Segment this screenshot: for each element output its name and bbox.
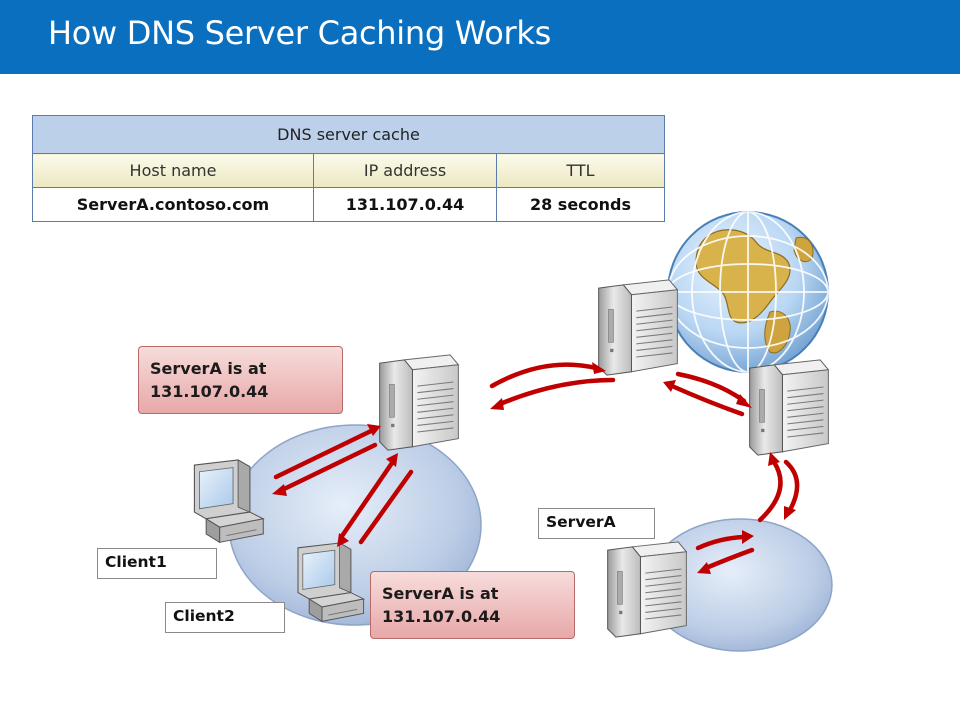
table-caption-row: DNS server cache: [32, 115, 665, 154]
slide-title: How DNS Server Caching Works: [48, 14, 551, 52]
arrow-dns-to-client1: [279, 442, 378, 493]
client1-label: Client1: [97, 548, 217, 579]
arrow-root-to-dns: [497, 377, 616, 407]
callout-top-line1: ServerA is at: [150, 359, 267, 378]
servera-label: ServerA: [538, 508, 655, 539]
arrow-up-to-authoritative: [757, 459, 783, 523]
authoritative-dns-server-icon: [749, 359, 829, 456]
callout-top: ServerA is at 131.107.0.44: [138, 346, 343, 414]
cell-host-name: ServerA.contoso.com: [32, 187, 314, 222]
internet-globe-icon: [667, 211, 829, 373]
callout-bottom-line2: 131.107.0.44: [382, 607, 501, 626]
arrow-heads: [272, 362, 796, 574]
cell-ip-address: 131.107.0.44: [313, 187, 497, 222]
arrow-root-to-authoritative: [675, 371, 747, 404]
table-row: ServerA.contoso.com 131.107.0.44 28 seco…: [32, 187, 665, 222]
arrow-down-from-authoritative: [783, 459, 800, 513]
table-caption: DNS server cache: [32, 115, 665, 154]
cell-ttl: 28 seconds: [496, 187, 665, 222]
table-header-row: Host name IP address TTL: [32, 153, 665, 188]
callout-bottom: ServerA is at 131.107.0.44: [370, 571, 575, 639]
arrow-authoritative-to-root: [669, 383, 745, 417]
column-header-ip-address: IP address: [313, 153, 497, 188]
arrow-servera-out: [695, 534, 747, 551]
servera-server-icon: [607, 541, 687, 638]
callout-bottom-line1: ServerA is at: [382, 584, 499, 603]
column-header-ttl: TTL: [496, 153, 665, 188]
arrow-client1-to-dns: [273, 428, 374, 480]
dns-cache-table: DNS server cache Host name IP address TT…: [32, 115, 665, 222]
slide-header: How DNS Server Caching Works: [0, 0, 960, 74]
callout-top-line2: 131.107.0.44: [150, 382, 269, 401]
arrow-client2-to-dns: [339, 460, 395, 539]
arrow-servera-in: [703, 547, 755, 571]
arrow-dns-to-client2: [358, 469, 414, 545]
client2-label: Client2: [165, 602, 285, 633]
arrow-dns-to-root: [489, 362, 599, 389]
root-dns-server-icon: [598, 279, 678, 376]
local-dns-server-icon: [379, 354, 459, 451]
